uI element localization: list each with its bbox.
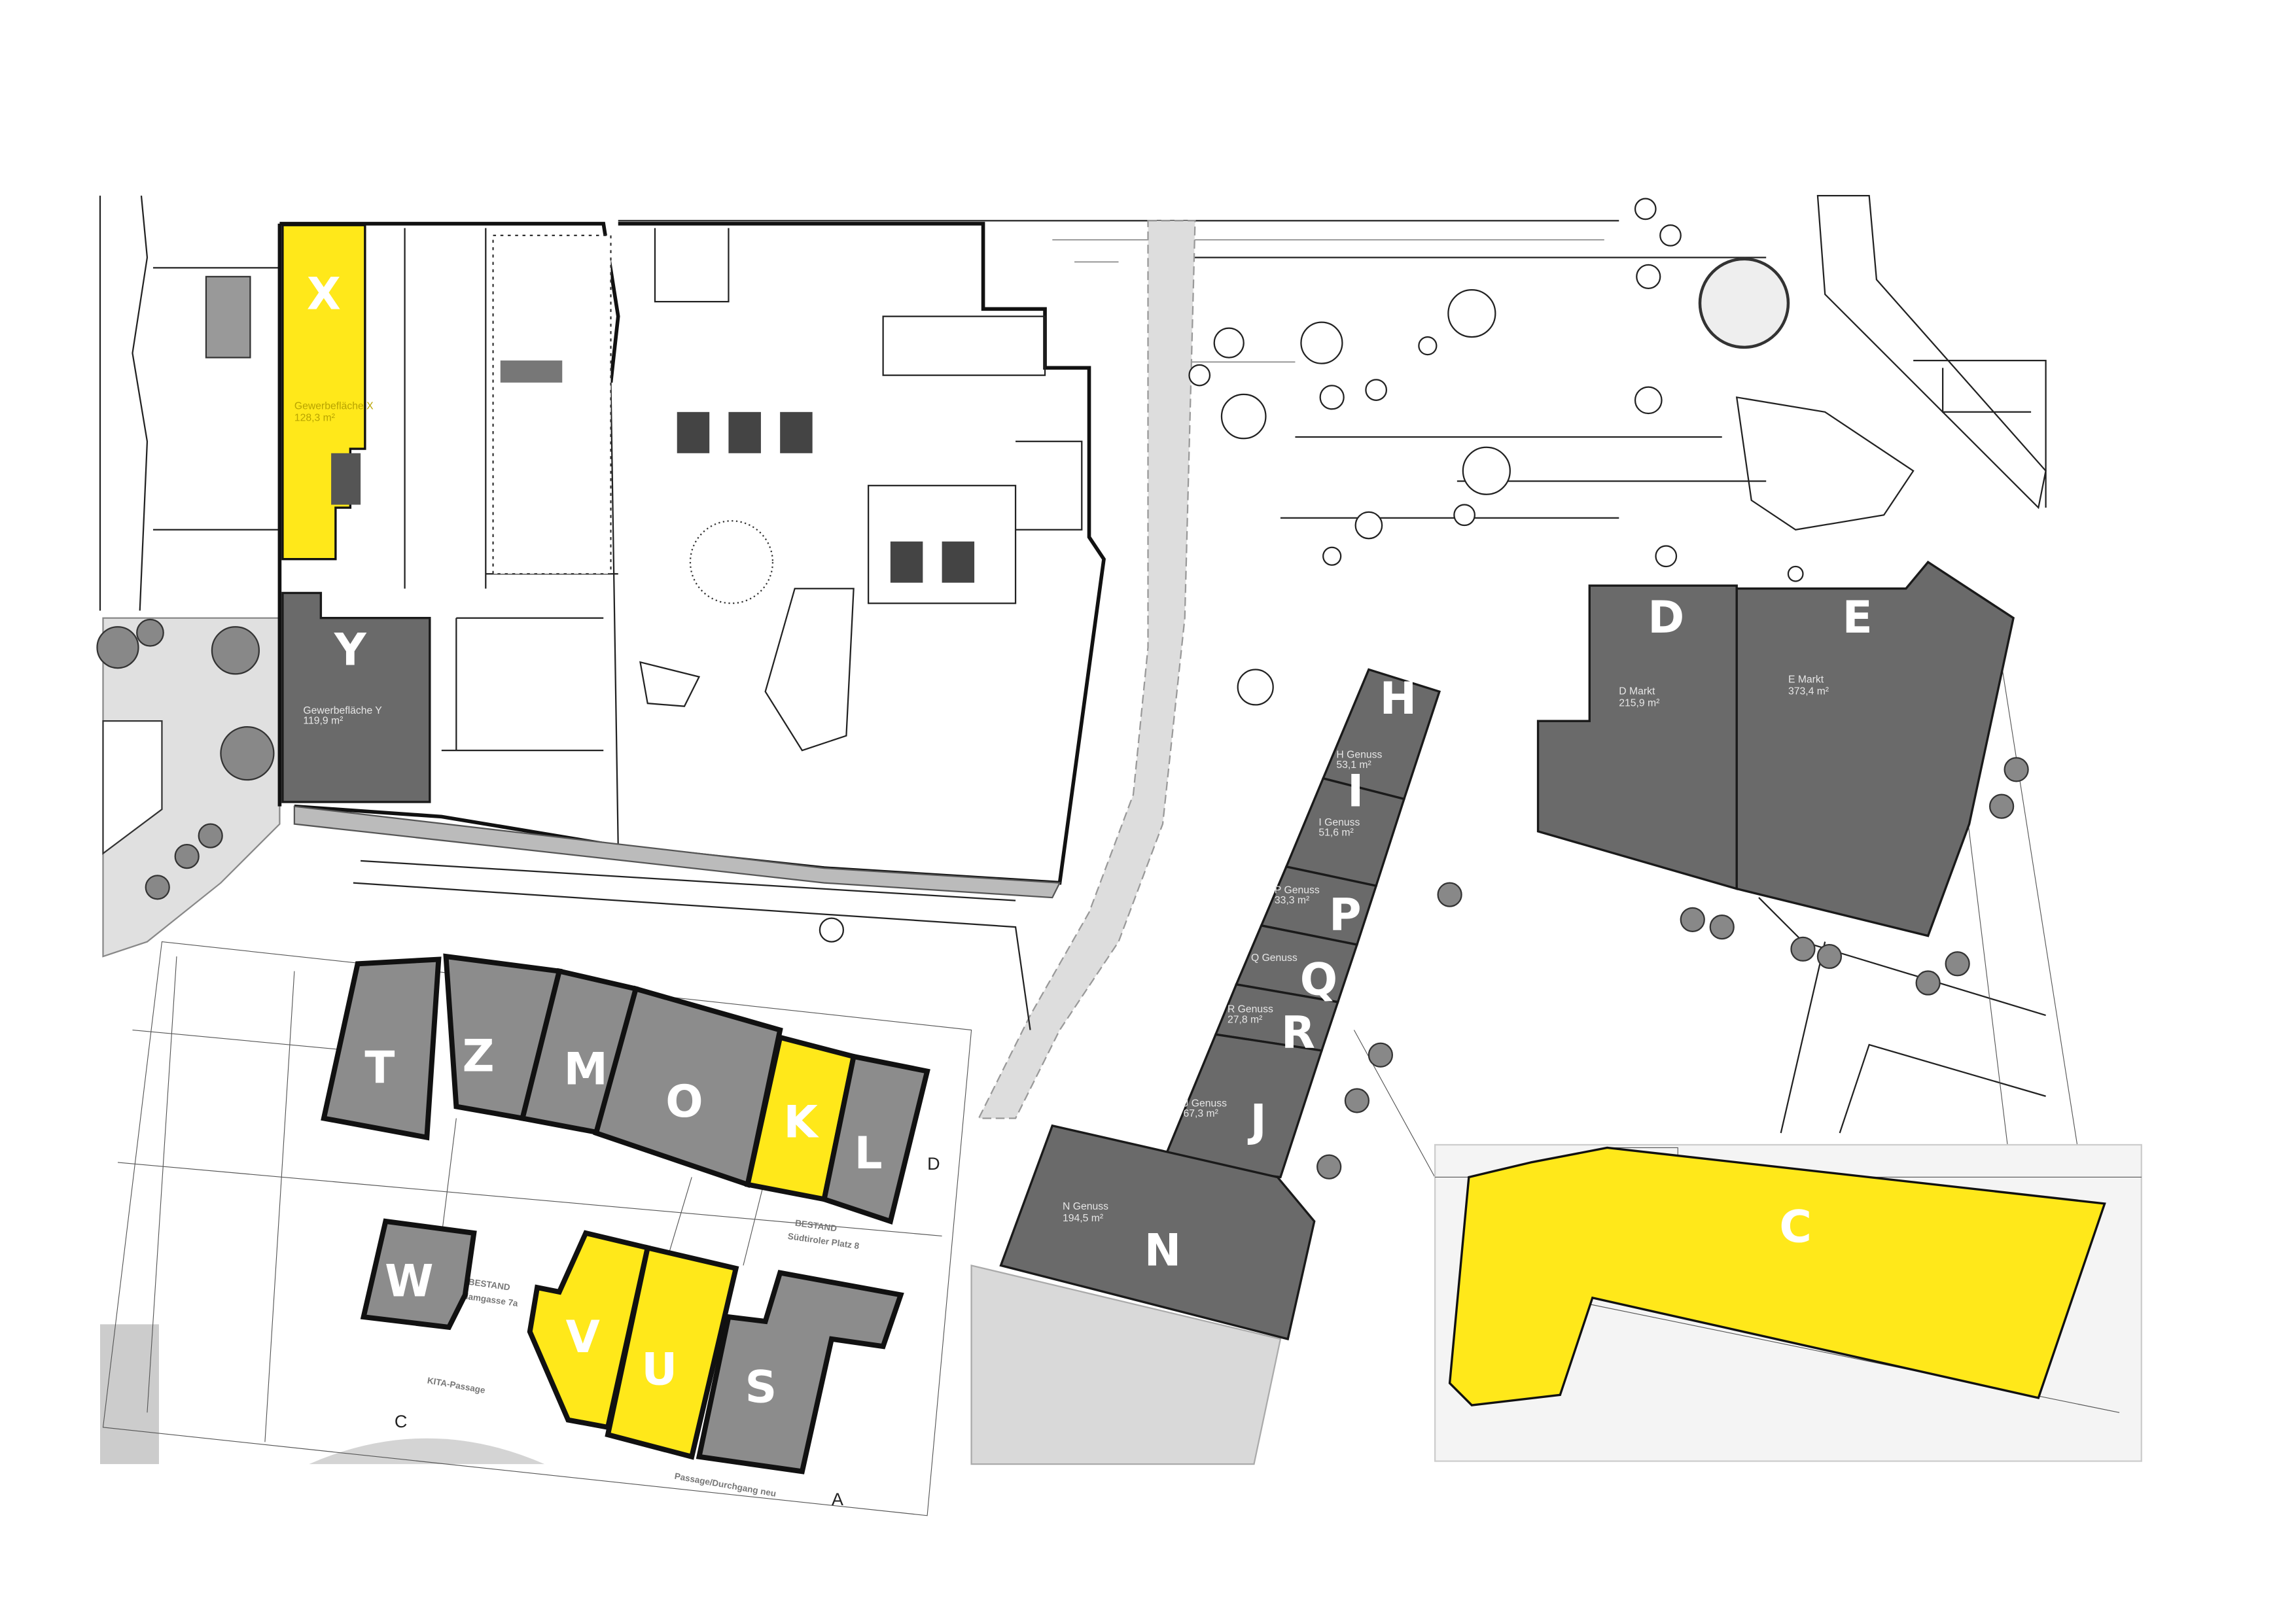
trees	[96, 198, 2029, 1179]
unit-area-labels: Gewerbefläche X 128,3 m² Gewerbefläche Y…	[294, 400, 1829, 1224]
unit-area: 119,9 m²	[303, 716, 343, 727]
axis-label-a: A	[832, 1490, 843, 1509]
unit-u[interactable]	[605, 1244, 739, 1460]
unit-letter: U	[641, 1344, 677, 1395]
unit-letter: K	[784, 1096, 820, 1148]
unit-w[interactable]	[360, 1218, 477, 1331]
axis-label-d: D	[927, 1154, 940, 1174]
unit-name: P Genuss	[1275, 884, 1320, 896]
unit-area: 51,6 m²	[1318, 828, 1353, 839]
unit-x[interactable]	[281, 224, 366, 561]
unit-name: Gewerbefläche Y	[303, 705, 382, 716]
unit-letter: X	[307, 268, 341, 319]
unit-name: D Markt	[1619, 686, 1655, 697]
unit-name: R Genuss	[1227, 1004, 1273, 1015]
unit-name: H Genuss	[1336, 749, 1382, 760]
unit-letter: R	[1281, 1007, 1315, 1058]
unit-letter: T	[364, 1041, 395, 1093]
unit-n[interactable]	[999, 1124, 1316, 1340]
unit-y[interactable]	[281, 591, 431, 803]
bestand-label: BESTAND	[468, 1277, 511, 1293]
passage-label: Passage/Durchgang neu	[674, 1471, 777, 1499]
unit-j[interactable]	[1161, 1033, 1324, 1179]
main-building	[277, 222, 1106, 899]
unit-letter: Q	[1300, 954, 1337, 1005]
axis-label-c: C	[395, 1412, 408, 1431]
unit-area: 27,8 m²	[1227, 1014, 1262, 1025]
unit-letters: X Y D E H I P Q R J N T Z M O K L W V U …	[307, 268, 1873, 1412]
unit-letter: S	[745, 1361, 777, 1413]
unit-letter: J	[1248, 1094, 1267, 1146]
unit-letter: Z	[463, 1030, 495, 1082]
unit-l[interactable]	[821, 1053, 930, 1225]
unit-letter: C	[1779, 1200, 1812, 1252]
unit-letter: N	[1144, 1224, 1181, 1276]
unit-t[interactable]	[321, 956, 442, 1141]
unit-c[interactable]	[1448, 1146, 2106, 1406]
unit-letter: M	[564, 1043, 608, 1095]
unit-letter: L	[855, 1127, 883, 1179]
unit-name: J Genuss	[1183, 1098, 1227, 1109]
unit-e[interactable]	[1735, 561, 2015, 937]
unit-letter: E	[1843, 591, 1873, 643]
unit-area: 67,3 m²	[1183, 1108, 1218, 1119]
kita-passage-label: KITA-Passage	[427, 1376, 486, 1395]
unit-letter: D	[1648, 591, 1684, 643]
site-context	[99, 195, 2120, 1465]
bestand-label: BESTAND	[794, 1218, 838, 1234]
unit-area: 194,5 m²	[1063, 1213, 1103, 1224]
unit-letter: I	[1347, 765, 1364, 817]
unit-letter: P	[1329, 889, 1361, 941]
unit-name: I Genuss	[1318, 817, 1360, 828]
unit-letter: O	[665, 1075, 703, 1127]
unit-d[interactable]	[1536, 584, 1738, 890]
commercial-units	[281, 224, 2106, 1475]
bestand-address: Südtiroler Platz 8	[787, 1231, 860, 1251]
unit-letter: H	[1380, 672, 1417, 724]
unit-area: 373,4 m²	[1788, 686, 1829, 697]
unit-name: Q Genuss	[1251, 952, 1298, 964]
unit-name: Gewerbefläche X	[294, 400, 374, 411]
unit-name: E Markt	[1788, 674, 1824, 686]
unit-s[interactable]	[696, 1270, 904, 1475]
unit-name: N Genuss	[1063, 1201, 1108, 1212]
unit-area: 33,3 m²	[1275, 895, 1309, 906]
unit-area: 53,1 m²	[1336, 759, 1371, 771]
unit-letter: V	[566, 1311, 600, 1363]
unit-area: 128,3 m²	[294, 412, 335, 423]
unit-letter: W	[385, 1255, 433, 1307]
unit-area: 215,9 m²	[1619, 698, 1659, 709]
unit-letter: Y	[334, 624, 367, 676]
